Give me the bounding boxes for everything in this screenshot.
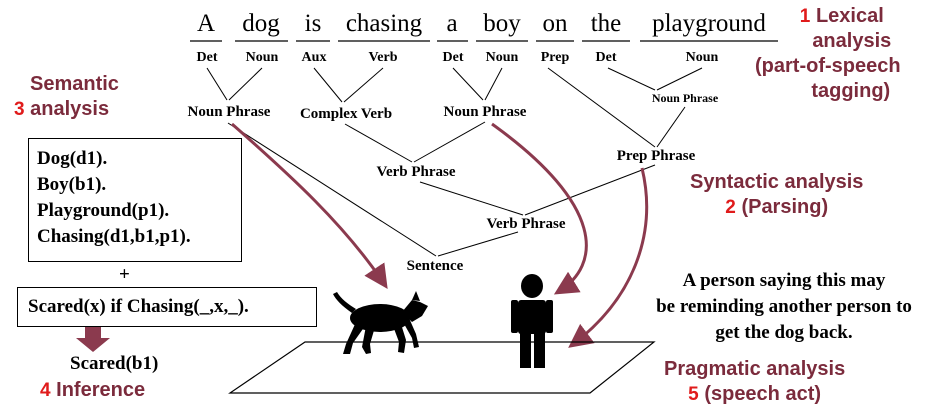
dog-silhouette-icon [333, 291, 428, 354]
semantic-fact: Chasing(d1,b1,p1). [37, 226, 191, 247]
stage-semantic-label: Semantic 3 analysis [14, 73, 119, 120]
pos-tag: Noun [485, 50, 519, 65]
parse-node-verb-phrase: Verb Phrase [486, 216, 566, 232]
parse-node-noun-phrase: Noun Phrase [443, 104, 527, 120]
sentence-word: chasing [345, 10, 423, 37]
pos-tag: Det [595, 50, 617, 65]
inference-down-arrow [76, 327, 110, 352]
semantic-facts-box: Dog(d1). Boy(b1). Playground(p1). Chasin… [28, 138, 242, 262]
parse-node-verb-phrase: Verb Phrase [376, 164, 456, 180]
playground-plane [228, 341, 656, 394]
stage-syntactic-label: Syntactic analysis 2 (Parsing) [690, 171, 864, 218]
stage-inference-label: 4 Inference [40, 379, 146, 401]
stage-number: 5 [688, 384, 699, 405]
pos-tag: Noun [245, 50, 279, 65]
pos-tag: Prep [540, 50, 570, 65]
sentence-word: the [590, 10, 622, 37]
plus-sign: + [119, 264, 130, 285]
stage-number: 3 [14, 99, 25, 120]
parse-node-sentence: Sentence [406, 258, 464, 274]
sentence-word: is [304, 10, 322, 37]
sentence-word: playground [652, 10, 766, 37]
pos-tag: Verb [368, 50, 398, 65]
parse-tree-lines [206, 67, 703, 257]
parse-node-noun-phrase: Noun Phrase [187, 104, 271, 120]
stage-number: 2 [725, 197, 736, 218]
pos-tag: Aux [301, 50, 327, 65]
parse-node-complex-verb: Complex Verb [299, 106, 393, 122]
mapping-arrows [231, 122, 649, 348]
parse-node-noun-phrase: Noun Phrase [651, 91, 719, 105]
pos-tag: Det [442, 50, 464, 65]
pos-tag: Noun [685, 50, 719, 65]
semantic-fact: Playground(p1). [37, 200, 170, 221]
stage-number: 1 [799, 6, 811, 27]
semantic-fact: Dog(d1). [37, 148, 108, 169]
sentence-word: A [196, 10, 216, 37]
parse-node-prep-phrase: Prep Phrase [616, 148, 696, 164]
sentence-word: boy [483, 10, 521, 37]
inference-rule-box: Scared(x) if Chasing(_,x,_). [17, 287, 317, 327]
inference-rule: Scared(x) if Chasing(_,x,_). [28, 296, 249, 317]
semantic-fact: Boy(b1). [37, 174, 107, 195]
sentence-word: dog [242, 10, 280, 37]
stage-number: 4 [40, 380, 51, 401]
pos-tag: Det [196, 50, 218, 65]
sentence-word: on [542, 10, 568, 37]
stage-pragmatic-label: Pragmatic analysis 5 (speech act) [664, 358, 846, 405]
person-silhouette-icon [511, 274, 553, 368]
pragmatic-quote: A person saying this may be reminding an… [656, 270, 912, 343]
sentence-word: a [446, 10, 458, 37]
inference-result: Scared(b1) [70, 353, 159, 374]
stage-lexical-label: 1 Lexical analysis (part-of-speech taggi… [755, 5, 901, 102]
